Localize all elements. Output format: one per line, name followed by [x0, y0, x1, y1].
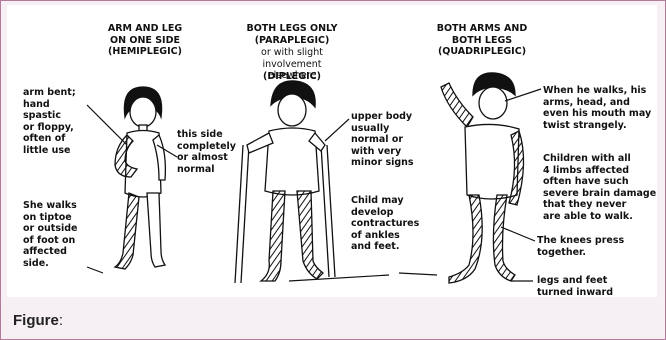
label-this-side: this side completely or almost normal	[177, 129, 236, 175]
label-knees: The knees press together.	[537, 235, 624, 258]
label-upper-body: upper body usually normal or with very m…	[351, 111, 414, 169]
label-tiptoe: She walks on tiptoe or outside of foot o…	[23, 200, 78, 269]
quadriplegic-heading: BOTH ARMS AND BOTH LEGS (QUADRIPLEGIC)	[427, 23, 537, 58]
label-inward: legs and feet turned inward	[537, 275, 613, 298]
figure-caption: Figure:	[13, 312, 63, 329]
hemiplegic-heading: ARM AND LEG ON ONE SIDE (HEMIPLEGIC)	[95, 23, 195, 58]
figure-image: ARM AND LEG ON ONE SIDE (HEMIPLEGIC) BOT…	[7, 5, 657, 297]
quadriplegic-child-figure	[441, 73, 524, 283]
diplegic-heading: (DIPLEGIC)	[247, 71, 337, 83]
label-contractures: Child may develop contractures of ankles…	[351, 195, 419, 253]
label-twist: When he walks, his arms, head, and even …	[543, 85, 651, 131]
hemiplegic-child-figure	[115, 87, 165, 269]
caption-punct: :	[59, 312, 63, 329]
label-severe: Children with all 4 limbs affected often…	[543, 153, 656, 222]
diplegic-child-figure	[235, 81, 335, 283]
caption-label: Figure	[13, 312, 59, 329]
paraplegic-heading: BOTH LEGS ONLY (PARAPLEGIC)	[232, 23, 352, 46]
label-arm-bent: arm bent; hand spastic or floppy, often …	[23, 87, 76, 156]
